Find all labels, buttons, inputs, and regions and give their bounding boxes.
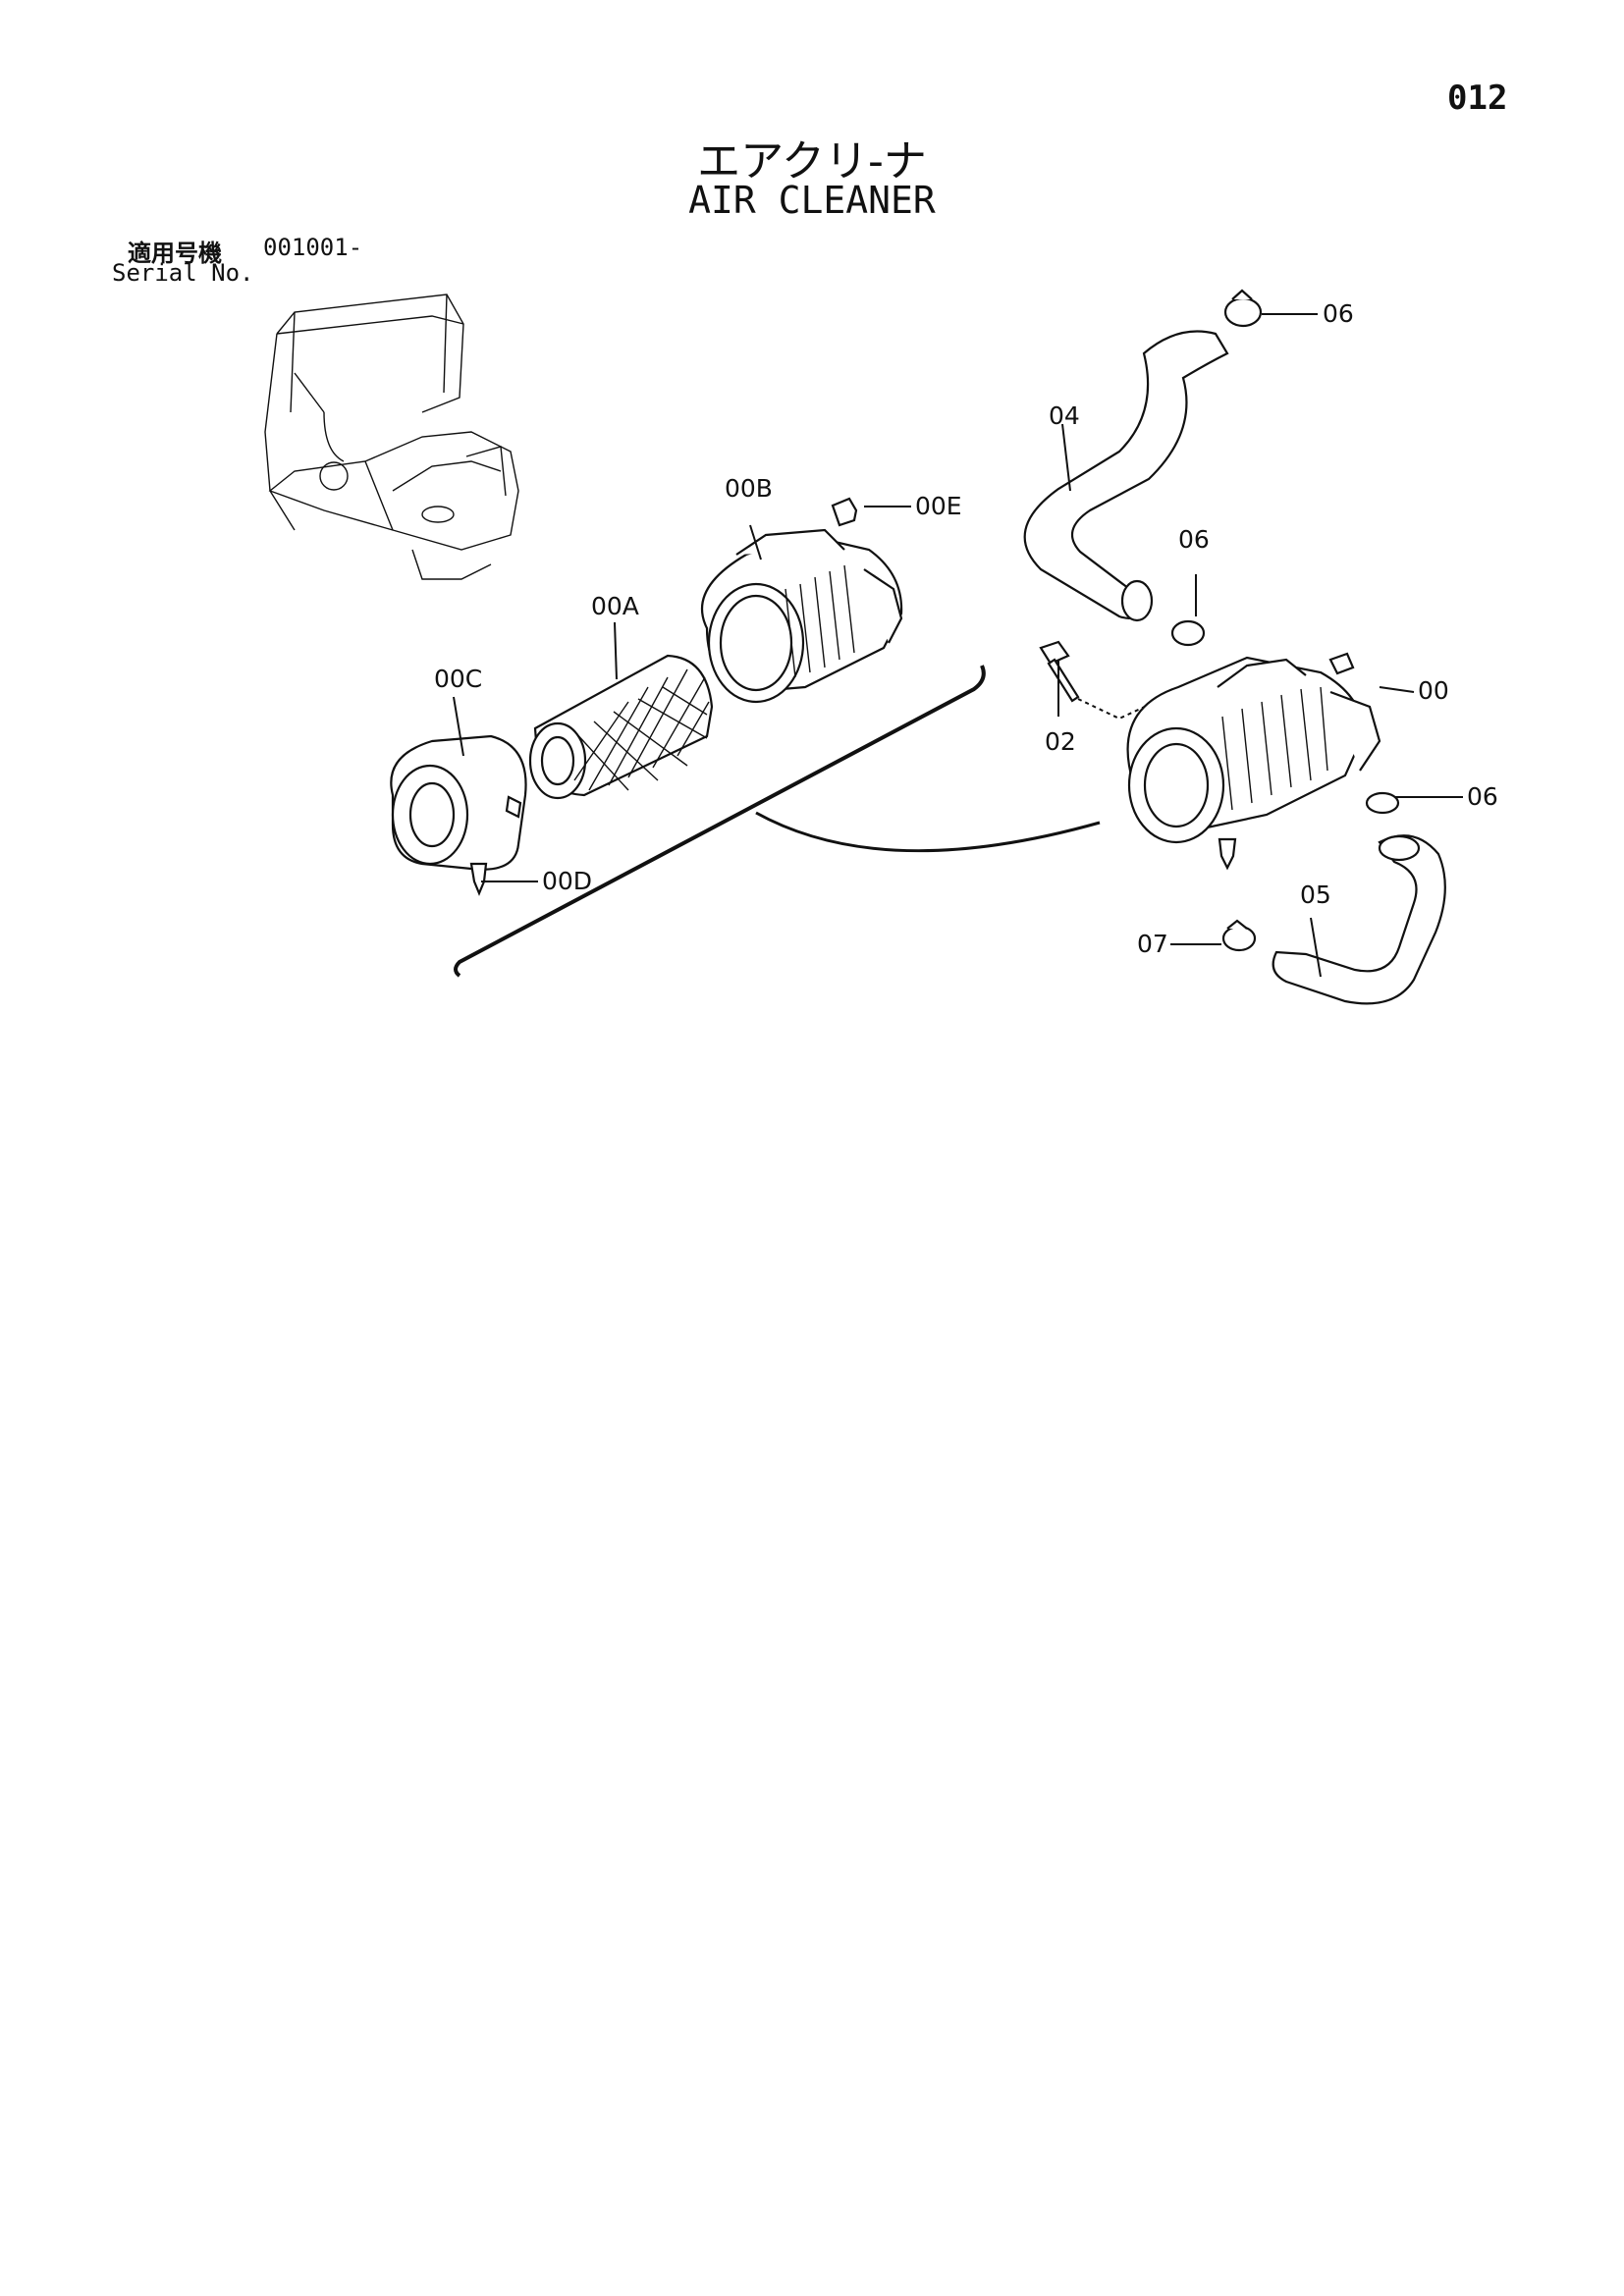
hose-05 bbox=[1272, 834, 1446, 1005]
cover-cap-00C bbox=[390, 734, 527, 871]
label-07: 07 bbox=[1137, 930, 1168, 958]
air-cleaner-assembly-00 bbox=[1126, 652, 1381, 871]
label-00C: 00C bbox=[434, 665, 482, 693]
label-00A: 00A bbox=[591, 592, 639, 620]
cap-00E bbox=[831, 497, 858, 527]
label-00B: 00B bbox=[725, 474, 773, 503]
clamp-06-right bbox=[1365, 791, 1400, 815]
label-04: 04 bbox=[1049, 401, 1080, 430]
filter-element-00A bbox=[528, 654, 714, 800]
clamp-06-middle bbox=[1170, 619, 1206, 647]
label-06-right: 06 bbox=[1467, 782, 1498, 811]
label-00D: 00D bbox=[542, 867, 592, 895]
label-00: 00 bbox=[1418, 676, 1449, 705]
label-05: 05 bbox=[1300, 881, 1331, 909]
housing-00B bbox=[700, 528, 903, 704]
label-06-top: 06 bbox=[1323, 299, 1354, 328]
clamp-07 bbox=[1221, 919, 1257, 952]
serial-label-english: Serial No. bbox=[112, 259, 254, 287]
bolt-02 bbox=[1039, 640, 1209, 721]
serial-value: 001001- bbox=[263, 234, 363, 261]
title-english: AIR CLEANER bbox=[688, 179, 936, 222]
title-japanese: エアクリ-ナ bbox=[697, 136, 927, 187]
label-00E: 00E bbox=[915, 492, 962, 520]
label-02: 02 bbox=[1045, 727, 1076, 756]
excavator-thumbnail bbox=[264, 294, 519, 580]
valve-00D bbox=[469, 862, 488, 896]
leader-lines bbox=[453, 313, 1463, 978]
assembly-leader-curve bbox=[755, 811, 1101, 853]
label-06-middle: 06 bbox=[1178, 525, 1210, 554]
clamp-06-top bbox=[1223, 289, 1263, 328]
serial-label-japanese: 適用号機 bbox=[128, 240, 222, 267]
page-number: 012 bbox=[1447, 79, 1508, 118]
exploded-view-bracket bbox=[454, 665, 986, 978]
hose-04 bbox=[1023, 330, 1229, 622]
